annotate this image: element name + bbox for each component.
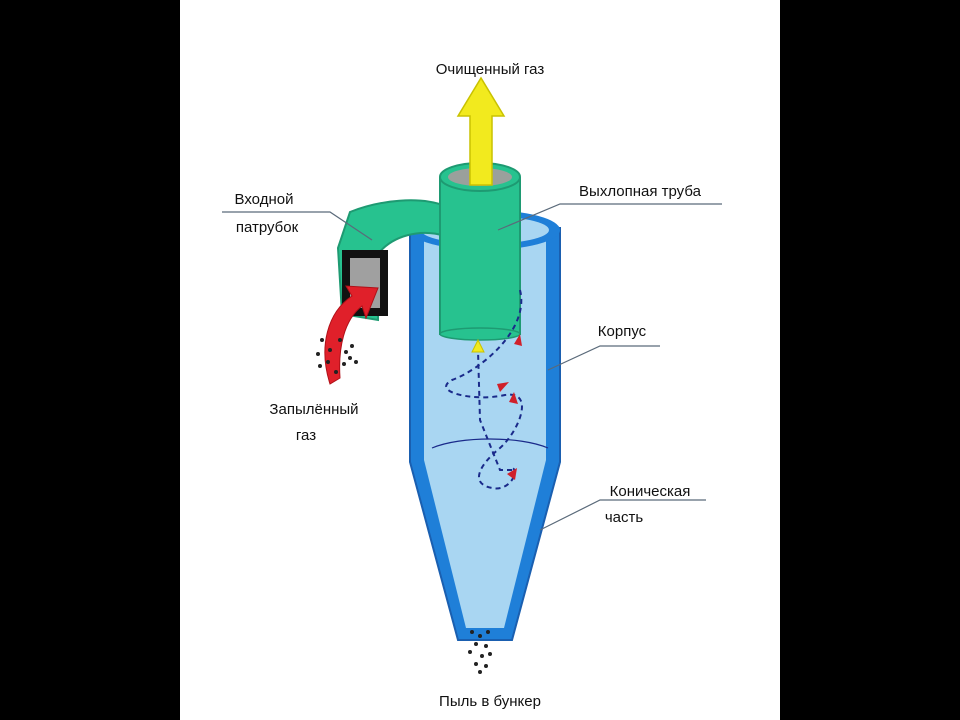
inner-up-arrow-icon (471, 338, 485, 353)
swirl-arrowhead-icon (509, 392, 518, 404)
label-conical-line1: Коническая (610, 483, 691, 500)
label-body: Корпус (598, 323, 647, 340)
leader-inlet (222, 211, 373, 241)
swirl-path-down (445, 289, 523, 490)
label-dusty-gas-line2: газ (296, 427, 316, 444)
label-inlet-line1: Входной (235, 191, 294, 208)
swirl-path-up (477, 349, 512, 471)
label-clean-gas: Очищенный газ (436, 61, 545, 78)
swirl-arrowhead-icon (497, 382, 509, 392)
swirl-arrowhead-icon (507, 468, 517, 480)
label-dust-out: Пыль в бункер (439, 693, 541, 710)
leader-conical (539, 499, 706, 531)
label-inlet-line2: патрубок (236, 219, 299, 236)
swirl-arrowhead-icon (514, 334, 522, 346)
dust-particles-inlet (316, 338, 358, 374)
exhaust-pipe (439, 177, 521, 335)
label-exhaust-pipe: Выхлопная труба (579, 183, 702, 200)
label-dusty-gas-line1: Запылённый (269, 401, 358, 418)
label-conical-line2: часть (605, 509, 644, 526)
leader-exhaust-pipe (497, 203, 722, 231)
clean-gas-arrow-icon (456, 76, 506, 186)
leader-body (547, 345, 660, 371)
swirl-ring (431, 438, 549, 449)
dust-particles-outlet (468, 630, 492, 674)
dusty-gas-arrow-icon (324, 285, 379, 385)
